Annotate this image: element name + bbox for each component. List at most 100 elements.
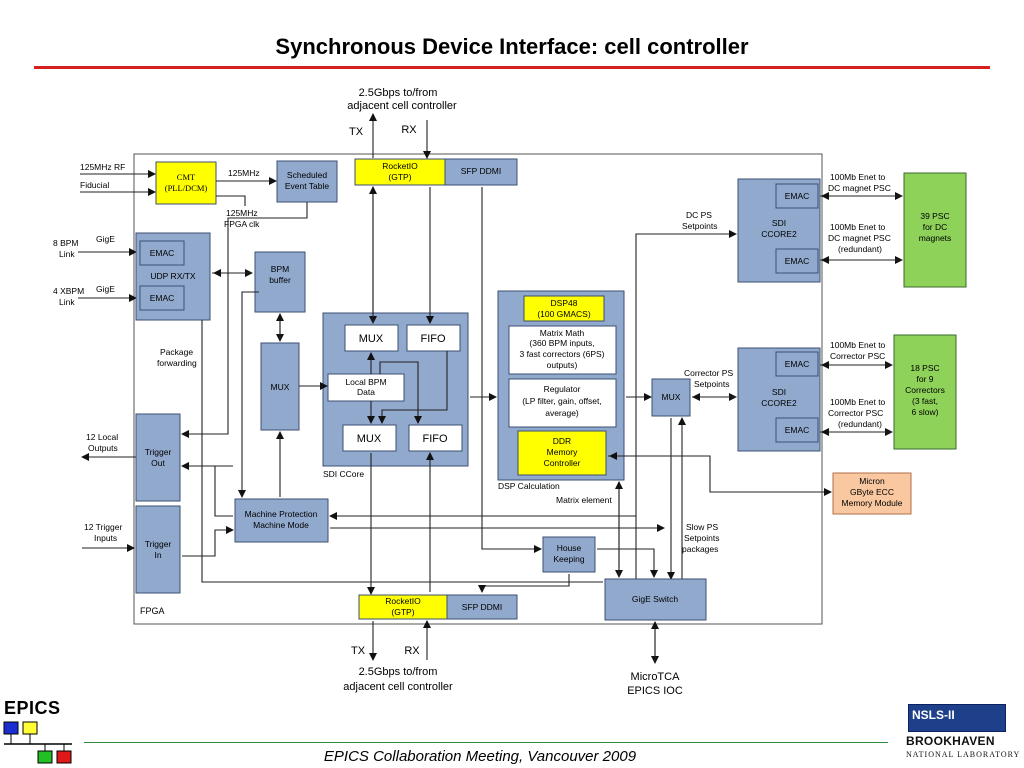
- top-rx-label: RX: [401, 124, 417, 136]
- micron-label-1: Micron: [859, 476, 885, 486]
- enet-corr-r-label-1: 100Mb Enet to: [830, 397, 886, 407]
- footer-divider: [84, 742, 888, 743]
- enet-corr-label-2: Corrector PSC: [830, 351, 885, 361]
- psc18-label-1: 18 PSC: [910, 363, 939, 373]
- machine-protection-block: [234, 498, 329, 543]
- matrix-label-4: outputs): [547, 360, 578, 370]
- sfp-ddmi-top-label: SFP DDMI: [461, 166, 501, 176]
- xbpm-link-label-2: Link: [59, 297, 75, 307]
- sched-label-1: Scheduled: [287, 170, 327, 180]
- dsp-calc-label: DSP Calculation: [498, 481, 560, 491]
- sfp-ddmi-bottom: [446, 594, 518, 620]
- psc39-label-2: for DC: [923, 222, 948, 232]
- udp-label: UDP RX/TX: [150, 271, 196, 281]
- bottom-link-label-1: 2.5Gbps to/from: [359, 666, 438, 678]
- dc-ps-label-2: Setpoints: [682, 221, 717, 231]
- ddr-label-2: Memory: [547, 447, 578, 457]
- emac-corr-1-label: EMAC: [785, 359, 810, 369]
- dc-ps-label-1: DC PS: [686, 210, 712, 220]
- fpga-label: FPGA: [140, 606, 165, 616]
- mux-right-label: MUX: [662, 392, 681, 402]
- footer-text: EPICS Collaboration Meeting, Vancouver 2…: [323, 748, 637, 765]
- sdi-ccore2-top-label-1: SDI: [772, 218, 786, 228]
- title-divider: [34, 66, 990, 69]
- mux-right: [651, 378, 691, 417]
- bottom-rx-label: RX: [404, 645, 420, 657]
- house-keeping: [542, 536, 596, 573]
- emac-dc-1-label: EMAC: [785, 191, 810, 201]
- local-bpm-label-2: Data: [357, 387, 375, 397]
- fpga-boundary: [133, 153, 823, 625]
- psc18-label-5: 6 slow): [912, 407, 939, 417]
- enet-corr-label-1: 100Mb Enet to: [830, 340, 886, 350]
- psc18-label-4: (3 fast,: [912, 396, 938, 406]
- dsp48-block: [523, 295, 605, 322]
- bpm-buffer: [254, 251, 306, 313]
- enet-dc-label-2: DC magnet PSC: [828, 183, 891, 193]
- rocketio-bottom-label-2: (GTP): [391, 607, 414, 617]
- cmt-block: [155, 161, 217, 205]
- emac-udp-2: [139, 285, 185, 311]
- gige-switch-label: GigE Switch: [632, 594, 679, 604]
- cmt-label-2: (PLL/DCM): [165, 183, 208, 193]
- enet-corr-r-label-3: (redundant): [838, 419, 882, 429]
- bpm-link-label-1: 8 BPM: [53, 238, 79, 248]
- sched-label-2: Event Table: [285, 181, 330, 191]
- enet-dc-label-1: 100Mb Enet to: [830, 172, 886, 182]
- mux-ccore-bottom: [342, 424, 397, 452]
- bottom-tx-label: TX: [351, 645, 366, 657]
- trigger-out: [135, 413, 181, 502]
- corr-ps-label-1: Corrector PS: [684, 368, 733, 378]
- mux-ccore-bottom-label: MUX: [357, 433, 382, 445]
- epics-logo: [3, 721, 72, 764]
- reg-label-1: Regulator: [544, 384, 581, 394]
- emac-corr-2-label: EMAC: [785, 425, 810, 435]
- micron-memory-module: [832, 472, 912, 515]
- cmt-label-1: CMT: [177, 172, 196, 182]
- matrix-element-label: Matrix element: [556, 495, 612, 505]
- bpm-link-label-2: Link: [59, 249, 75, 259]
- rf-125-label: 125MHz RF: [80, 162, 125, 172]
- rocketio-top-label-2: (GTP): [388, 172, 411, 182]
- scheduled-event-table: [276, 160, 338, 203]
- rocketio-top-label-1: RocketIO: [382, 161, 418, 171]
- micron-label-3: Memory Module: [842, 498, 903, 508]
- gige-label-1: GigE: [96, 234, 115, 244]
- brookhaven-logo-subtext: NATIONAL LABORATORY: [906, 750, 1021, 759]
- sdi-ccore2-bottom-label-1: SDI: [772, 387, 786, 397]
- top-link-label-2: adjacent cell controller: [347, 100, 457, 112]
- enet-dc-r-label-2: DC magnet PSC: [828, 233, 891, 243]
- nsls-logo-text: NSLS-II: [912, 708, 955, 722]
- psc-39-dc-magnets: [903, 172, 967, 288]
- mpm-label-2: Machine Mode: [253, 520, 309, 530]
- micron-label-2: GByte ECC: [850, 487, 894, 497]
- ddr-label-3: Controller: [544, 458, 581, 468]
- fifo-ccore-top-label: FIFO: [420, 333, 445, 345]
- bottom-link-label-2: adjacent cell controller: [343, 681, 453, 693]
- rocketio-bottom-label-1: RocketIO: [385, 596, 421, 606]
- page-title: Synchronous Device Interface: cell contr…: [275, 34, 749, 59]
- local-bpm-label-1: Local BPM: [345, 377, 386, 387]
- pkt-fwd-label-1: Package: [160, 347, 193, 357]
- trig-in-block-label-1: Trigger: [145, 539, 172, 549]
- local-bpm-data: [327, 373, 405, 402]
- mux-left: [260, 342, 300, 431]
- nsls-logo: [908, 704, 1006, 732]
- emac-dc-2-label: EMAC: [785, 256, 810, 266]
- mhz125-label: 125MHz: [228, 168, 260, 178]
- fifo-ccore-bottom: [408, 424, 463, 452]
- trig-in-label-2: Inputs: [94, 533, 117, 543]
- reg-label-2: (LP filter, gain, offset,: [522, 396, 602, 406]
- emac-corr-1: [775, 351, 819, 377]
- gige-label-2: GigE: [96, 284, 115, 294]
- sfp-ddmi-top: [444, 158, 518, 186]
- matrix-label-1: Matrix Math: [540, 328, 585, 338]
- xbpm-link-label-1: 4 XBPM: [53, 286, 84, 296]
- house-label-2: Keeping: [553, 554, 584, 564]
- dsp48-label-1: DSP48: [551, 298, 578, 308]
- bpm-buffer-label-1: BPM: [271, 264, 289, 274]
- trig-in-label-1: 12 Trigger: [84, 522, 122, 532]
- fiducial-label: Fiducial: [80, 180, 109, 190]
- psc-18-correctors: [893, 334, 957, 450]
- pkt-fwd-label-2: forwarding: [157, 358, 197, 368]
